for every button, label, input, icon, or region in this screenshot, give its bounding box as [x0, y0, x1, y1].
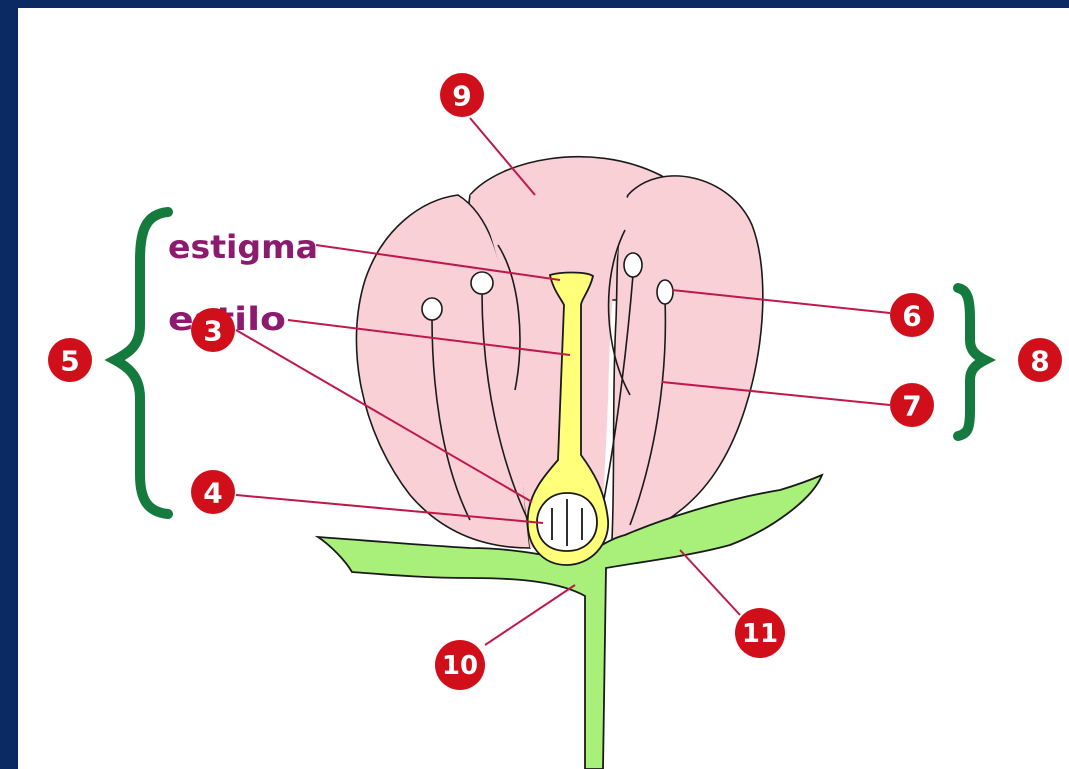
- marker-text: 8: [1030, 345, 1049, 378]
- marker-9: 9: [440, 73, 484, 117]
- marker-4: 4: [191, 470, 235, 514]
- anther: [657, 280, 673, 304]
- label-estigma: estigma: [168, 228, 318, 266]
- marker-text: 4: [203, 477, 222, 510]
- marker-8: 8: [1018, 338, 1062, 382]
- leader-line-11: [680, 550, 740, 615]
- anther: [422, 298, 442, 320]
- marker-text: 5: [60, 345, 79, 378]
- marker-text: 3: [203, 315, 222, 348]
- petal-right: [612, 176, 763, 540]
- marker-6: 6: [890, 293, 934, 337]
- brace-5: [115, 212, 168, 514]
- marker-text: 7: [902, 390, 921, 423]
- anther: [471, 272, 493, 294]
- marker-10: 10: [435, 640, 485, 690]
- anther: [624, 253, 642, 277]
- marker-5: 5: [48, 338, 92, 382]
- marker-text: 11: [742, 619, 778, 649]
- marker-3: 3: [191, 308, 235, 352]
- marker-text: 9: [452, 80, 471, 113]
- marker-text: 6: [902, 300, 921, 333]
- brace-8: [958, 288, 985, 436]
- marker-11: 11: [735, 608, 785, 658]
- marker-7: 7: [890, 383, 934, 427]
- leader-line-10: [485, 585, 575, 645]
- marker-text: 10: [442, 651, 478, 681]
